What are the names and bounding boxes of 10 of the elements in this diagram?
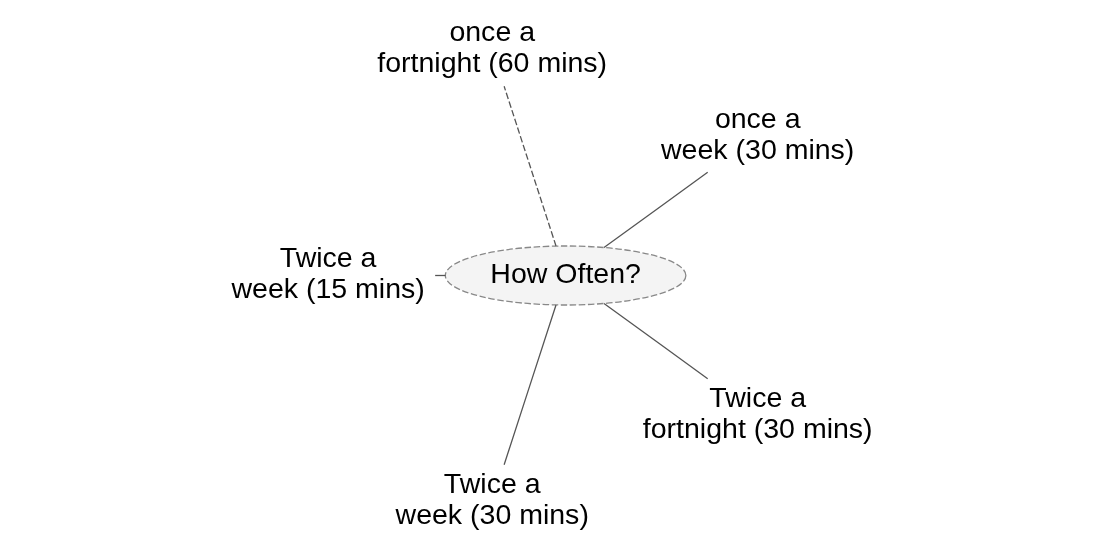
- connector: [503, 304, 557, 466]
- node-text: once a week (30 mins): [661, 101, 855, 165]
- connector: [603, 302, 709, 380]
- node-text: Twice a week (15 mins): [231, 241, 425, 305]
- node-text: Twice a fortnight (30 mins): [642, 380, 873, 444]
- node-text: once a fortnight (60 mins): [377, 15, 608, 79]
- connector: [603, 171, 709, 249]
- node-ellipse: How Often?: [444, 245, 687, 306]
- connector: [503, 85, 557, 247]
- node-text: Twice a week (30 mins): [395, 467, 589, 531]
